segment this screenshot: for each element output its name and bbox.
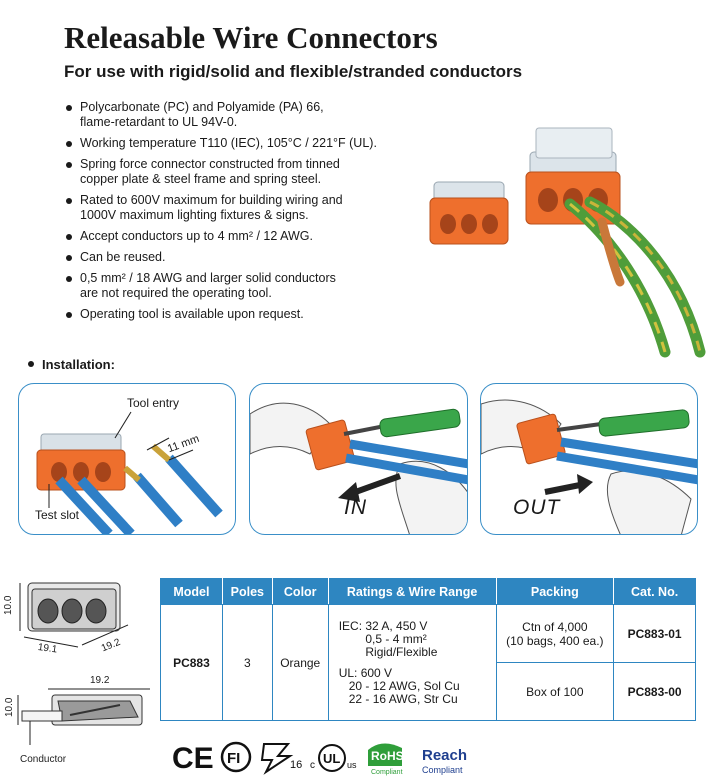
svg-text:FI: FI [227,750,240,767]
feature-item: Can be reused. [64,250,404,265]
insert-diagram [250,402,467,534]
feature-item: Rated to 600V maximum for building wirin… [64,193,404,223]
feature-item: Operating tool is available upon request… [64,307,404,322]
test-slot-label: Test slot [35,508,80,522]
dim-side-height: 10.0 [4,697,15,717]
reach-mark-icon: Reach Compliant [422,747,467,775]
svg-text:RoHS: RoHS [371,749,404,763]
cell-cat-no: PC883-00 [613,662,696,721]
out-label: OUT [513,496,561,519]
svg-text:us: us [347,760,357,770]
spec-table-wrapper: Model Poles Color Ratings & Wire Range P… [160,578,696,721]
feature-list: Polycarbonate (PC) and Polyamide (PA) 66… [64,100,404,328]
fi-mark-icon: FI [220,741,252,773]
col-header-cat-no: Cat. No. [613,578,696,605]
in-label: IN [344,496,367,519]
product-photo [429,127,706,358]
cell-ratings: IEC: 32 A, 450 V 0,5 - 4 mm² Rigid/Flexi… [327,604,497,721]
feature-item: Spring force connector constructed from … [64,157,404,187]
installation-step-2: IN [249,383,468,535]
installation-step-1: Tool entry 11 mm Test slot [18,383,236,535]
col-header-poles: Poles [221,578,273,605]
tool-entry-label: Tool entry [127,396,180,410]
release-diagram [481,399,697,534]
page-subtitle: For use with rigid/solid and flexible/st… [64,62,523,81]
feature-item: Working temperature T110 (IEC), 105°C / … [64,136,404,151]
col-header-color: Color [271,578,329,605]
col-header-packing: Packing [495,578,615,605]
svg-text:CE: CE [172,742,214,775]
svg-text:UL: UL [323,751,340,766]
ratings-ul: UL: 600 V 20 - 12 AWG, Sol Cu 22 - 16 AW… [338,665,460,706]
svg-text:Reach: Reach [422,747,467,764]
ccc-mark-icon: 16 [260,743,302,775]
dim-side-length: 19.2 [90,675,110,686]
dim-height: 10.0 [3,595,14,615]
installation-heading: Installation: [28,357,115,372]
cul-mark-icon: c UL us [310,744,357,772]
cell-poles: 3 [221,604,273,721]
dimension-drawings: 10.0 19.1 19.2 19.2 10.0 Conductor [3,582,150,765]
col-header-model: Model [160,578,223,605]
table-row: PC883 3 Orange IEC: 32 A, 450 V 0,5 - 4 … [160,604,696,721]
ce-mark-icon: CE [172,742,214,775]
cell-packing: Box of 100 [495,662,615,721]
installation-step-3: OUT [480,383,698,535]
cell-packing: Ctn of 4,000 (10 bags, 400 ea.) [495,604,615,663]
feature-item: Accept conductors up to 4 mm² / 12 AWG. [64,229,404,244]
certification-logos: CE FI 16 c UL us RoHS Compliant Reach Co… [172,741,467,776]
conductor-label: Conductor [20,754,67,765]
dim-length: 19.1 [37,642,58,656]
col-header-ratings: Ratings & Wire Range [327,578,497,605]
table-header-row: Model Poles Color Ratings & Wire Range P… [160,578,696,605]
page-title: Releasable Wire Connectors [64,20,438,55]
feature-item: Polycarbonate (PC) and Polyamide (PA) 66… [64,100,404,130]
connector-diagram [36,411,223,534]
cell-color: Orange [271,604,329,721]
cell-model: PC883 [160,604,223,721]
cell-cat-no: PC883-01 [613,604,696,663]
connector-small [429,181,509,245]
rohs-mark-icon: RoHS Compliant [368,743,404,776]
svg-text:16: 16 [290,759,302,771]
dim-width: 19.2 [100,637,123,655]
feature-item: 0,5 mm² / 18 AWG and larger solid conduc… [64,271,404,301]
ratings-iec: IEC: 32 A, 450 V 0,5 - 4 mm² Rigid/Flexi… [338,618,438,659]
svg-text:c: c [310,760,315,771]
table-row: Box of 100 PC883-00 [161,662,696,721]
svg-text:Compliant: Compliant [422,765,463,775]
spec-table: Model Poles Color Ratings & Wire Range P… [160,578,696,721]
svg-text:Compliant: Compliant [371,769,403,776]
